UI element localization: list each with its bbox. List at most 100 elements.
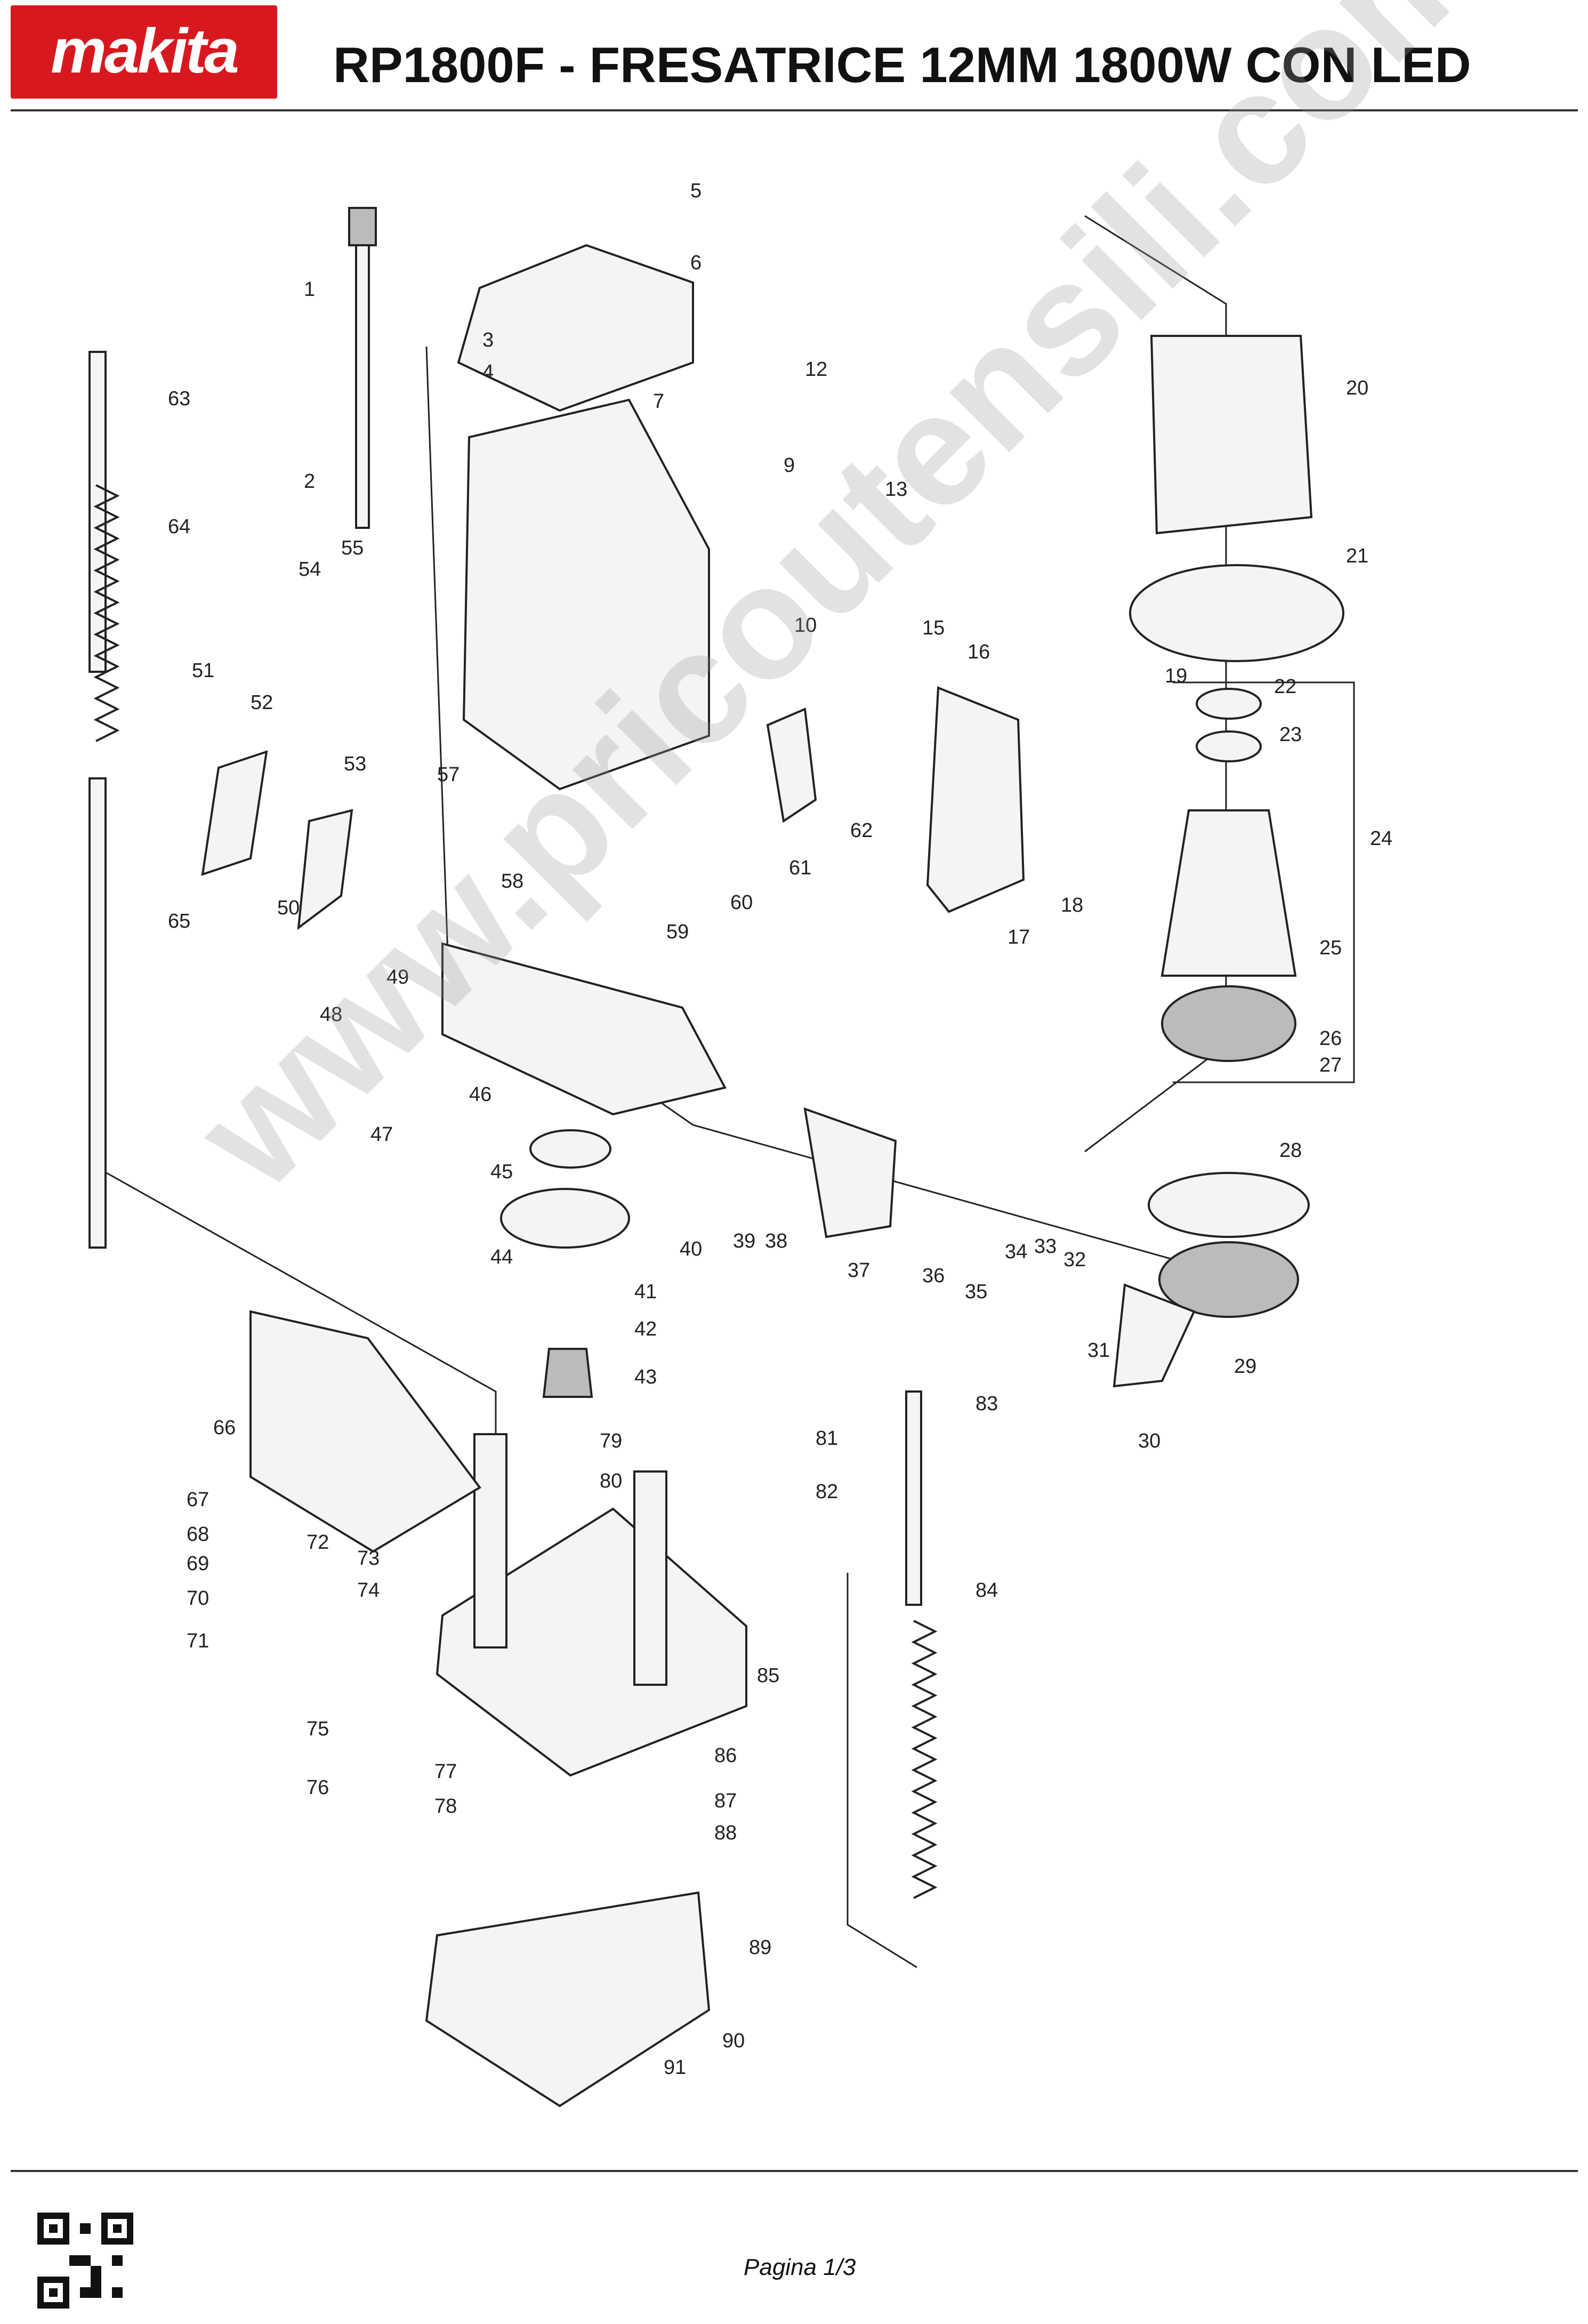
guide-column-left-shape xyxy=(473,1433,507,1648)
parts-diagram-svg: 1234567910121315161718192021222324252627… xyxy=(88,180,1392,2108)
logo-wordmark: makita xyxy=(51,16,239,86)
callout-7: 7 xyxy=(653,390,664,413)
callout-69: 69 xyxy=(187,1553,209,1575)
callout-66: 66 xyxy=(213,1417,236,1439)
callout-44: 44 xyxy=(490,1246,513,1268)
callout-2: 2 xyxy=(304,470,315,493)
callout-79: 79 xyxy=(600,1430,622,1452)
callout-5: 5 xyxy=(690,180,702,202)
knob-53-shape xyxy=(297,809,353,930)
depth-rod-shape xyxy=(355,218,370,529)
callout-35: 35 xyxy=(965,1281,987,1303)
chip-guard-shape xyxy=(249,1310,481,1553)
depth-rod-83-shape xyxy=(905,1390,922,1606)
callout-62: 62 xyxy=(850,819,873,842)
spring-guide-line xyxy=(847,1573,917,1968)
motor-housing-shape xyxy=(462,398,710,791)
callout-33: 33 xyxy=(1034,1235,1057,1258)
makita-logo: makita xyxy=(11,5,277,99)
callout-26: 26 xyxy=(1319,1027,1342,1050)
callout-84: 84 xyxy=(976,1579,998,1602)
callout-41: 41 xyxy=(634,1281,657,1303)
page-number: Pagina 1/3 xyxy=(744,2254,856,2280)
insulation-washer-shape xyxy=(1148,1172,1310,1238)
base-frame-shape xyxy=(441,942,727,1116)
footer-divider xyxy=(11,2170,1578,2172)
callout-18: 18 xyxy=(1061,894,1083,916)
callout-3: 3 xyxy=(482,329,494,351)
stopper-pole-shape xyxy=(88,351,107,673)
ball-bearing-28-shape xyxy=(1158,1241,1299,1318)
callout-87: 87 xyxy=(714,1790,737,1812)
callout-77: 77 xyxy=(434,1760,457,1783)
callout-47: 47 xyxy=(370,1123,393,1146)
bearing-22-shape xyxy=(1196,688,1262,720)
fan-baffle-shape xyxy=(1129,564,1344,662)
callout-57: 57 xyxy=(437,763,460,786)
callout-58: 58 xyxy=(501,870,523,892)
callout-83: 83 xyxy=(976,1393,998,1415)
callout-38: 38 xyxy=(765,1230,787,1252)
callout-30: 30 xyxy=(1138,1430,1160,1452)
callout-6: 6 xyxy=(690,252,702,274)
callout-52: 52 xyxy=(251,691,273,714)
header-divider xyxy=(11,109,1578,111)
callout-43: 43 xyxy=(634,1366,657,1388)
callout-40: 40 xyxy=(680,1238,702,1260)
armature-shape xyxy=(1160,809,1297,977)
callout-64: 64 xyxy=(168,516,190,538)
guide-column-right-shape xyxy=(633,1470,667,1686)
housing-group-bracket xyxy=(1084,215,1227,1153)
ring-44-shape xyxy=(500,1188,630,1249)
callout-55: 55 xyxy=(341,537,364,559)
callout-54: 54 xyxy=(299,558,321,581)
callout-10: 10 xyxy=(794,614,817,637)
callout-19: 19 xyxy=(1165,665,1187,687)
callout-46: 46 xyxy=(469,1083,491,1106)
callout-37: 37 xyxy=(848,1259,870,1282)
callout-25: 25 xyxy=(1319,937,1342,959)
callout-12: 12 xyxy=(805,358,827,381)
callout-86: 86 xyxy=(714,1744,737,1767)
callout-73: 73 xyxy=(357,1547,380,1570)
callout-32: 32 xyxy=(1063,1249,1086,1271)
callout-68: 68 xyxy=(187,1523,209,1546)
callout-21: 21 xyxy=(1346,545,1368,567)
field-coil-shape xyxy=(1150,335,1313,535)
page-header: makita RP1800F - FRESATRICE 12MM 1800W C… xyxy=(0,0,1588,112)
callout-51: 51 xyxy=(192,660,214,682)
callout-80: 80 xyxy=(600,1470,622,1492)
callout-89: 89 xyxy=(749,1936,771,1959)
bearing-23-shape xyxy=(1196,730,1262,762)
plate-52-shape xyxy=(201,750,268,876)
qr-code-icon xyxy=(37,2213,133,2309)
callout-85: 85 xyxy=(757,1664,779,1687)
callout-60: 60 xyxy=(730,891,753,914)
callout-91: 91 xyxy=(664,2056,686,2079)
callout-42: 42 xyxy=(634,1318,657,1340)
callout-27: 27 xyxy=(1319,1054,1342,1076)
callout-13: 13 xyxy=(885,478,907,501)
callout-36: 36 xyxy=(922,1265,945,1287)
callout-53: 53 xyxy=(344,753,366,775)
callout-65: 65 xyxy=(168,910,190,932)
callout-45: 45 xyxy=(490,1161,513,1183)
callout-81: 81 xyxy=(816,1427,838,1450)
page-title: RP1800F - FRESATRICE 12MM 1800W CON LED xyxy=(333,37,1471,93)
callout-17: 17 xyxy=(1007,926,1030,948)
callout-78: 78 xyxy=(434,1795,457,1818)
callout-15: 15 xyxy=(922,617,945,639)
compression-spring-64-shape xyxy=(93,484,120,742)
armature-fan-shape xyxy=(1161,985,1296,1062)
handle-bracket-shape xyxy=(926,686,1025,913)
callout-9: 9 xyxy=(784,454,795,477)
collet-nut-shape xyxy=(542,1348,593,1398)
callout-34: 34 xyxy=(1005,1241,1027,1263)
callout-49: 49 xyxy=(386,966,409,988)
compression-spring-84-shape xyxy=(911,1620,938,1899)
callout-31: 31 xyxy=(1087,1339,1110,1362)
callout-24: 24 xyxy=(1370,827,1392,850)
callout-70: 70 xyxy=(187,1587,209,1610)
callout-28: 28 xyxy=(1279,1139,1302,1162)
callout-29: 29 xyxy=(1234,1355,1256,1378)
